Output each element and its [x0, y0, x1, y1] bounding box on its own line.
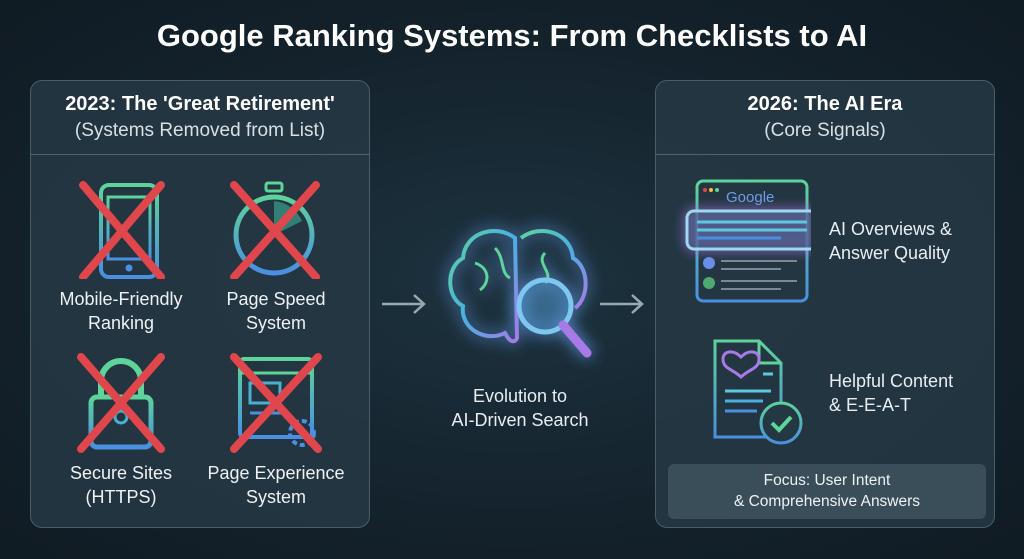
browser-gear-icon — [230, 353, 322, 453]
evolution-center: Evolution to AI-Driven Search — [420, 218, 620, 432]
item-label: (HTTPS) — [85, 487, 157, 507]
retired-item-mobile: Mobile-Friendly Ranking — [41, 179, 201, 335]
item-label: Ranking — [87, 313, 155, 333]
item-label: Page Experience — [207, 463, 345, 483]
item-label: Page Speed — [226, 289, 326, 309]
stopwatch-icon — [230, 181, 320, 279]
retired-systems-panel: 2023: The 'Great Retirement' (Systems Re… — [30, 80, 370, 528]
panel-heading: 2023: The 'Great Retirement' — [65, 93, 335, 115]
panel-header: 2026: The AI Era (Core Signals) — [656, 81, 994, 155]
signal-line2: & E-E-A-T — [829, 395, 912, 415]
panel-header: 2023: The 'Great Retirement' (Systems Re… — [31, 81, 369, 155]
padlock-icon — [77, 353, 165, 453]
signal-helpful-content: Helpful Content & E-E-A-T — [671, 339, 981, 449]
signal-line2: Answer Quality — [829, 243, 951, 263]
focus-line2: & Comprehensive Answers — [733, 493, 921, 510]
panel-subheading: (Systems Removed from List) — [74, 120, 326, 141]
focus-callout: Focus: User Intent & Comprehensive Answe… — [668, 464, 986, 519]
retired-item-https: Secure Sites (HTTPS) — [41, 353, 201, 509]
google-results-icon: Google — [685, 179, 811, 303]
page-title: Google Ranking Systems: From Checklists … — [156, 18, 868, 53]
signal-label: Helpful Content & E-E-A-T — [829, 369, 953, 417]
ai-era-panel: 2026: The AI Era (Core Signals) Google A… — [655, 80, 995, 528]
arrow-right-icon — [382, 294, 426, 314]
item-label: System — [245, 313, 306, 333]
focus-line1: Focus: User Intent — [763, 472, 891, 489]
evolution-label: Evolution to AI-Driven Search — [420, 384, 620, 432]
signal-ai-overviews: Google AI Overviews & Answer Quality — [671, 179, 981, 303]
google-logo: Google — [726, 189, 774, 206]
document-heart-check-icon — [713, 339, 803, 445]
panel-subheading: (Core Signals) — [764, 120, 886, 141]
signal-line1: AI Overviews & — [829, 219, 953, 239]
arrow-right-icon — [600, 294, 644, 314]
evolution-line2: AI-Driven Search — [451, 410, 589, 430]
evolution-line1: Evolution to — [472, 386, 568, 406]
brain-magnifier-icon — [448, 228, 592, 358]
signal-line1: Helpful Content — [829, 371, 954, 391]
item-label: System — [245, 487, 306, 507]
retired-item-speed: Page Speed System — [196, 179, 356, 335]
smartphone-icon — [79, 181, 165, 279]
item-label: Mobile-Friendly — [59, 289, 183, 309]
retired-item-page-experience: Page Experience System — [196, 353, 356, 509]
item-label: Secure Sites — [69, 463, 173, 483]
panel-heading: 2026: The AI Era — [747, 93, 903, 115]
signal-label: AI Overviews & Answer Quality — [829, 217, 952, 265]
